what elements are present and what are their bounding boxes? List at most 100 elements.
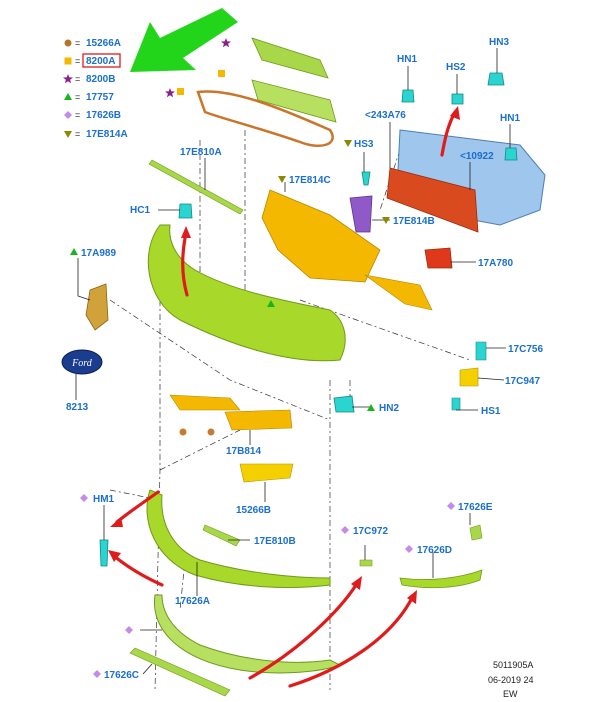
fastener-hs3-icon [361,171,371,186]
callout-label: 17B814 [226,446,261,457]
callout-label: HS1 [481,406,501,417]
small-bracket-part [359,559,373,567]
green-pointer-arrow-icon [130,8,238,72]
callout-label: 17C947 [505,376,540,387]
fastener-hs2-icon [451,93,464,105]
air-deflector-part [261,189,381,283]
svg-text:=: = [75,92,80,102]
triangle-down-marker-icon [382,217,390,224]
legend-item-17757: = 17757 [64,92,114,103]
bracket-part [349,195,373,233]
svg-text:=: = [75,56,80,66]
bumper-cover-part [147,224,346,362]
grille-frame-part [196,90,334,147]
arrowhead-icon [108,550,121,562]
legend: = 15266A = 8200A = 8200B = 17757 = 17626… [63,38,128,140]
svg-text:=: = [75,110,80,120]
callout-label: HN3 [489,37,509,48]
callout-label: 17E814C [289,175,331,186]
triangle-down-marker-icon [64,131,72,138]
bezel-trim-part [239,463,294,483]
highlight-box [82,53,121,68]
energy-absorber-part [386,167,479,233]
star-marker-icon [165,88,175,98]
ford-badge: Ford [61,349,103,375]
callout-label: HS3 [354,139,374,150]
legend-item-8200b: = 8200B [63,74,115,85]
legend-item-17626b: = 17626B [64,110,121,121]
triangle-up-marker-icon [70,248,78,255]
badge-text: Ford [71,358,93,369]
square-marker-icon [218,70,225,77]
callout-label: HN1 [500,113,520,124]
square-marker-icon [64,57,72,65]
callout-label: 17A780 [478,258,513,269]
fastener-hn2-icon [333,395,355,413]
bolt-icon [207,428,215,436]
svg-text:=: = [75,129,80,139]
bezel-part [169,394,241,411]
callout-label: 17626A [175,596,210,607]
triangle-down-marker-icon [278,176,286,183]
diamond-marker-icon [447,502,455,510]
drawing-code: EW [503,689,518,699]
svg-text:=: = [75,38,80,48]
legend-item-8200a: = 8200A [64,53,121,68]
lower-strip-part [202,524,241,547]
callout-label: <243A76 [365,110,406,121]
svg-text:=: = [75,74,80,84]
diamond-marker-icon [80,494,88,502]
trim-strip-part [148,159,244,215]
callout-label: 17E814B [393,216,435,227]
red-bracket-part [424,247,453,269]
diamond-marker-icon [405,545,413,553]
star-marker-icon [221,38,231,48]
legend-code: 8200A [86,56,115,67]
legend-code: 17E814A [86,129,128,140]
triangle-up-marker-icon [64,93,72,100]
side-splitter-part [399,569,483,589]
deflector-side-part [364,274,433,311]
triangle-up-marker-icon [267,300,275,307]
fastener-hn1-icon [401,89,415,103]
splitter-lip-part [129,647,231,697]
reference-number: 5011905A [493,660,533,670]
upper-grille-part [251,37,329,79]
callout-labels: HN1 HN3 HS2 HN1 <243A76 <10922 HS3 17E81… [66,37,543,681]
lower-cover-part [146,489,331,589]
lamp-bracket-part [85,283,109,331]
diamond-marker-icon [93,670,101,678]
square-marker-icon [177,88,184,95]
diamond-marker-icon [341,526,349,534]
arrowhead-icon [181,226,191,238]
arrowhead-icon [110,517,123,527]
callout-label: 17E810A [180,147,222,158]
callout-label: HN2 [379,403,399,414]
sensor-bracket-part [475,341,487,361]
diamond-marker-icon [125,626,133,634]
fastener-hm1-icon [99,539,109,567]
legend-code: 8200B [86,74,115,85]
sensor-retainer-part [451,397,461,411]
circle-marker-icon [64,39,72,47]
callout-label: 17626C [104,670,139,681]
legend-code: 17626B [86,110,121,121]
side-trim-part [469,524,483,541]
bezel-part [224,409,293,431]
fastener-hn1-right-icon [504,147,518,161]
legend-item-15266a: = 15266A [64,38,121,49]
callout-label: 17626D [417,545,452,556]
legend-code: 15266A [86,38,121,49]
star-marker-icon [63,74,73,84]
fastener-hc1-icon [178,203,193,219]
revision-date: 06-2019 24 [488,675,534,685]
callout-label: 17A989 [81,248,116,259]
legend-code: 17757 [86,92,114,103]
callout-label: 17E810B [254,536,296,547]
callout-label: 8213 [66,402,89,413]
arrowhead-icon [407,590,417,604]
sensor-clip-part [459,367,479,387]
fastener-hn3-icon [487,72,505,86]
callout-label: HN1 [397,54,417,65]
callout-label: HC1 [130,205,150,216]
